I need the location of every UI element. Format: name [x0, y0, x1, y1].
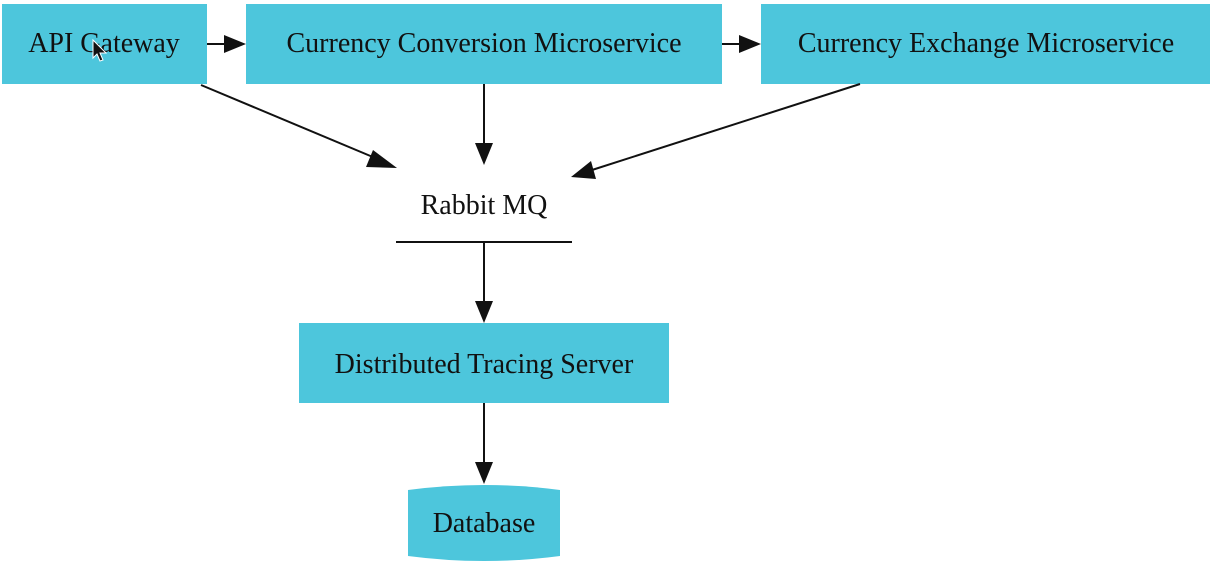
edge-exchange-to-rabbit: [571, 83, 861, 179]
edge-tracing-to-database: [475, 403, 493, 484]
node-currency-exchange: Currency Exchange Microservice: [761, 4, 1210, 84]
database-label: Database: [433, 508, 536, 539]
edge-rabbit-to-tracing: [475, 243, 493, 323]
node-currency-conversion: Currency Conversion Microservice: [246, 4, 722, 84]
node-rabbit-mq: Rabbit MQ: [396, 190, 572, 243]
edge-conversion-to-exchange: [722, 35, 761, 53]
node-tracing-server: Distributed Tracing Server: [299, 323, 669, 403]
arrowhead: [224, 35, 246, 53]
currency-conversion-label: Currency Conversion Microservice: [287, 28, 682, 59]
edge-conversion-to-rabbit: [475, 84, 493, 165]
tracing-server-label: Distributed Tracing Server: [335, 349, 634, 380]
arrowhead: [475, 143, 493, 165]
edge-gateway-to-rabbit: [200, 84, 397, 168]
node-database: Database: [408, 485, 560, 561]
api-gateway-label: API Gateway: [28, 28, 180, 59]
rabbit-mq-label: Rabbit MQ: [421, 190, 548, 221]
arrowhead: [571, 161, 596, 179]
arrowhead: [739, 35, 761, 53]
node-api-gateway: API Gateway: [2, 4, 207, 84]
arrowhead: [475, 301, 493, 323]
edge-gateway-to-conversion: [207, 35, 246, 53]
arrowhead: [475, 462, 493, 484]
database-cylinder: [408, 485, 560, 561]
arrowhead: [366, 150, 397, 168]
currency-exchange-label: Currency Exchange Microservice: [798, 28, 1174, 59]
mouse-cursor-icon: [92, 38, 108, 62]
